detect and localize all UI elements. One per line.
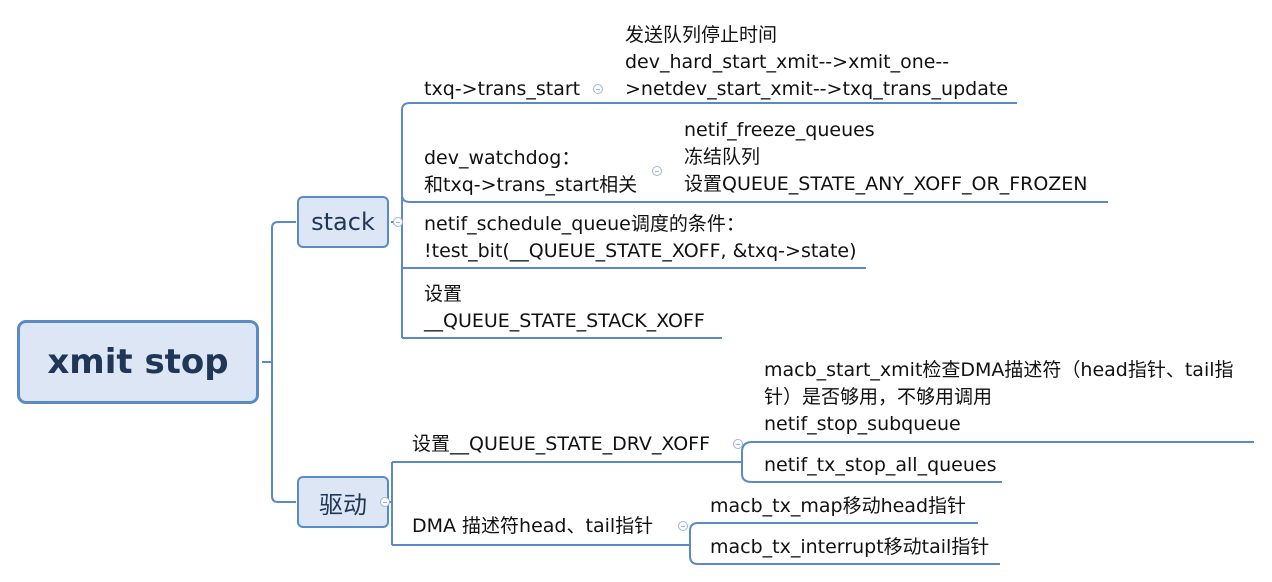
connector-root-driver <box>271 362 296 503</box>
dma-pointer-label[interactable]: DMA 描述符head、tail指针 <box>412 515 654 537</box>
driver-node[interactable]: 驱动 <box>297 476 389 528</box>
tx-map-label[interactable]: macb_tx_map移动head指针 <box>710 495 966 517</box>
txq-trans-start-label[interactable]: txq->trans_start <box>424 78 581 100</box>
connector-root-stack <box>262 221 296 363</box>
stack-node[interactable]: stack <box>297 196 389 248</box>
stop-all-queues-label[interactable]: netif_tx_stop_all_queues <box>764 454 997 476</box>
stack-collapse-icon[interactable] <box>393 217 403 227</box>
drv-xoff-collapse-icon[interactable] <box>733 439 743 449</box>
drv-xoff-label[interactable]: 设置__QUEUE_STATE_DRV_XOFF <box>412 433 711 455</box>
root-node[interactable]: xmit stop <box>17 320 259 404</box>
dma-collapse-icon[interactable] <box>678 521 688 531</box>
txq-trans-start-collapse-icon[interactable] <box>593 84 603 94</box>
tx-interrupt-label[interactable]: macb_tx_interrupt移动tail指针 <box>710 536 990 558</box>
driver-collapse-icon[interactable] <box>380 497 390 507</box>
dev-watchdog-collapse-icon[interactable] <box>652 166 662 176</box>
